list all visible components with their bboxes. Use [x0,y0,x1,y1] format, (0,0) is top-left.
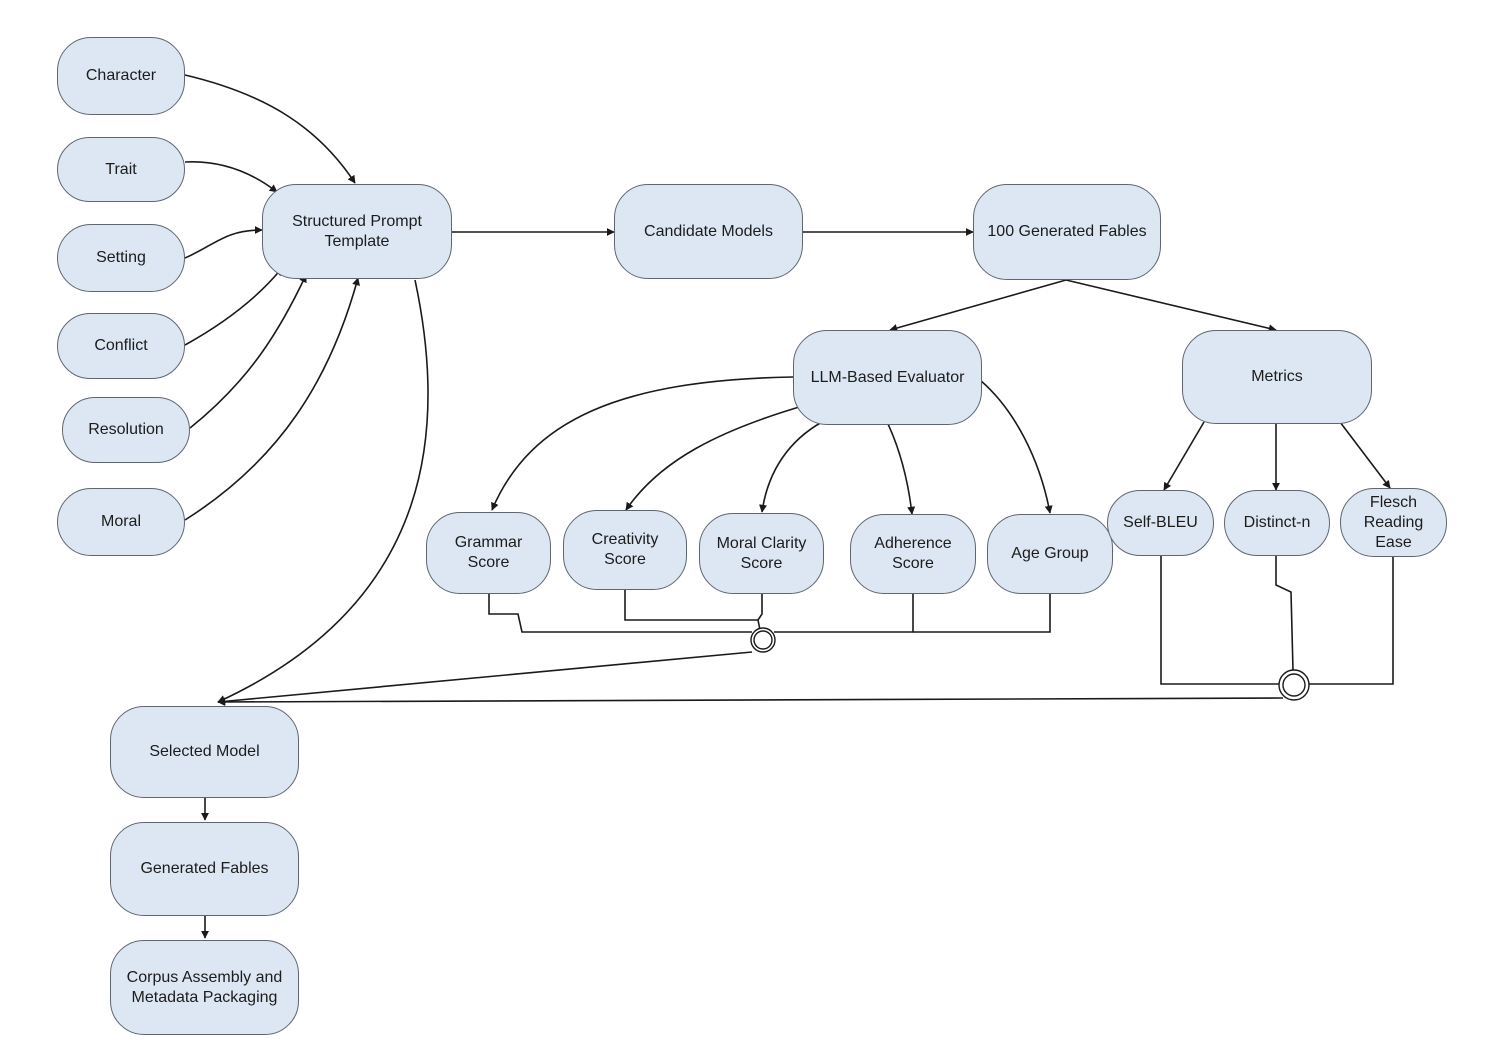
merge-line-distinct-n [1275,556,1294,671]
edge-100fables-to-metrics [1065,279,1277,333]
node-structured-prompt-template: Structured Prompt Template [262,184,452,279]
node-moral-clarity-score: Moral Clarity Score [699,513,824,594]
edge-setting-to-template [184,226,263,259]
merge-line-moral-clarity [757,594,763,621]
node-self-bleu: Self-BLEU [1107,490,1214,556]
edge-evaluator-to-grammar [491,376,794,511]
node-resolution: Resolution [62,397,190,463]
edge-evaluator-junction-to-selected [217,651,753,706]
edge-metrics-to-self-bleu [1163,421,1205,491]
node-metrics: Metrics [1182,330,1372,424]
merge-line-grammar [488,594,752,633]
edge-evaluator-to-adherence [887,423,916,515]
node-conflict: Conflict [57,313,185,379]
merge-line-creativity [624,590,761,631]
node-trait: Trait [57,137,185,202]
edge-evaluator-to-age-group [979,379,1053,514]
node-distinct-n: Distinct-n [1224,490,1330,556]
node-adherence-score: Adherence Score [850,514,976,594]
node-candidate-models: Candidate Models [614,184,803,279]
edge-resolution-to-template [189,274,307,429]
edge-moral-to-template [184,277,360,521]
metrics-merge-junction-inner [1282,673,1306,697]
edge-template-to-selected [217,279,429,703]
merge-line-adherence [774,594,914,633]
node-generated-fables: Generated Fables [110,822,299,916]
node-character: Character [57,37,185,115]
edge-metrics-junction-to-selected [217,697,1284,706]
node-selected-model: Selected Model [110,706,299,798]
edge-conflict-to-template [184,267,283,346]
merge-line-self-bleu [1160,556,1281,685]
node-creativity-score: Creativity Score [563,510,687,590]
node-moral: Moral [57,488,185,556]
merge-line-flesch [1306,556,1394,685]
evaluator-merge-junction-inner [753,630,773,650]
edge-100fables-to-evaluator [889,279,1067,332]
edge-character-to-template [184,74,356,184]
node-llm-based-evaluator: LLM-Based Evaluator [793,330,982,425]
edge-evaluator-to-moral-clarity [759,421,823,513]
node-age-group: Age Group [987,514,1113,594]
edge-trait-to-template [184,161,278,193]
node-grammar-score: Grammar Score [426,512,551,594]
node-corpus-assembly: Corpus Assembly and Metadata Packaging [110,940,299,1035]
node-100-generated-fables: 100 Generated Fables [973,184,1161,280]
node-flesch-reading-ease: Flesch Reading Ease [1340,488,1447,557]
edge-metrics-to-flesch [1339,421,1391,489]
merge-line-age-group [913,594,1051,633]
node-setting: Setting [57,224,185,292]
edge-evaluator-to-creativity [625,404,807,511]
